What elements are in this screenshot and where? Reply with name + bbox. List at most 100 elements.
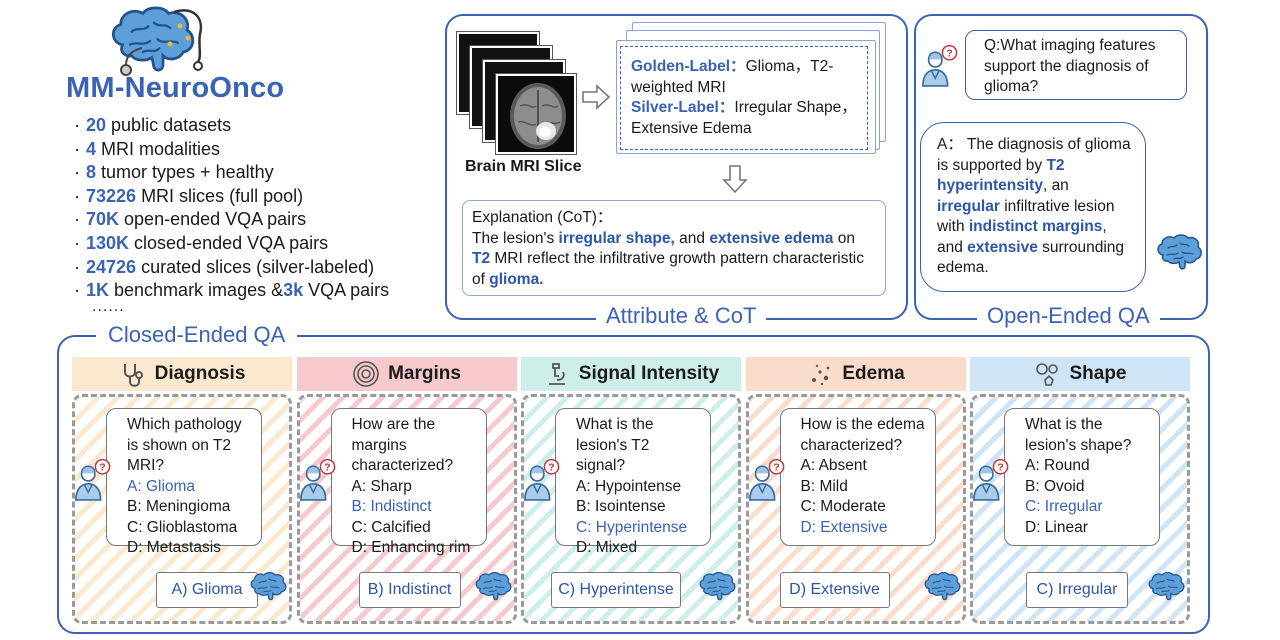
option: D: Metastasis: [127, 539, 221, 556]
stat-number: 8: [86, 162, 97, 183]
stat-number: 70K: [86, 209, 120, 230]
brain-icon: [1146, 570, 1186, 604]
bullet: ·: [74, 280, 80, 301]
stat-item: ·130K closed-ended VQA pairs: [74, 232, 389, 256]
option-correct: D: Extensive: [800, 518, 888, 536]
question-card: Which pathology is shown on T2 MRI? A: Gl…: [106, 408, 262, 556]
stat-number: 20: [86, 115, 107, 135]
bullet: ·: [74, 138, 80, 159]
option-correct: A: Glioma: [127, 477, 196, 495]
highlight-text: T2 hyperintensity: [937, 156, 1065, 195]
stat-item: · 4 MRI modalities: [74, 138, 389, 162]
bullet: ·: [74, 256, 80, 277]
closed-ended-panel-label: Closed-Ended QA: [96, 322, 298, 348]
stat-number: 4: [86, 138, 97, 159]
plain-text: MRI reflect the infiltrative growth patt…: [472, 250, 864, 288]
plain-text: The lesion's: [472, 229, 559, 247]
highlight-text: T2: [472, 250, 491, 267]
stat-item: · 70K open-ended VQA pairs: [74, 208, 389, 232]
question-text: What is the lesion's shape?: [1025, 416, 1132, 454]
bullet: ·: [74, 185, 80, 206]
category-header: Signal Intensity: [521, 357, 741, 391]
plain-text: , and: [937, 218, 1107, 256]
category-header: Edema: [745, 357, 966, 391]
stat-item: ·20 public datasets: [74, 114, 389, 138]
option: B: Meningioma: [127, 498, 231, 515]
silver-label-value: Irregular Shape，Extensive Edema: [631, 99, 857, 137]
answer-box: C) Irregular: [1026, 572, 1128, 608]
category-name: Edema: [842, 363, 905, 384]
option: A: Round: [1025, 457, 1090, 474]
cot-text: The lesion's irregular shape, and extens…: [472, 229, 876, 291]
option: B: Isointense: [576, 498, 666, 515]
question-card: How are the margins characterized? A: Sha…: [330, 408, 487, 556]
question-card: What is the lesion's shape? A: Round B: Ov…: [1004, 408, 1160, 546]
stat-item: · 73226 MRI slices (full pool): [74, 185, 389, 209]
stat-number: 24726: [86, 256, 137, 277]
open-answer-bubble: A： The diagnosis of glioma is supported …: [920, 122, 1146, 292]
dots-icon: [812, 364, 830, 386]
option: B: Mild: [800, 477, 848, 495]
stat-text-2: VQA pairs: [303, 280, 390, 301]
doctor-question-icon: [74, 458, 112, 502]
category-header: Diagnosis: [72, 357, 292, 391]
bullet: ·: [74, 162, 80, 183]
stat-text: MRI modalities: [96, 138, 221, 159]
label-card: Golden-Label：Glioma，T2-weighted MRI Silv…: [620, 46, 868, 150]
doctor-question-icon: [748, 458, 786, 502]
answer-box: A) Glioma: [156, 572, 258, 608]
brain-stethoscope-logo-icon: [104, 4, 216, 80]
stat-text: open-ended VQA pairs: [119, 209, 307, 230]
stats-list: ·20 public datasets·4 MRI modalities·8 t…: [74, 114, 389, 303]
bullet: ·: [74, 115, 80, 135]
arrow-right-icon: [581, 84, 611, 110]
highlight-text: extensive edema: [709, 229, 834, 247]
brain-icon: [697, 570, 737, 604]
option: A: Hypointense: [576, 477, 682, 495]
open-question-bubble: Q:What imaging features support the diag…: [965, 30, 1187, 100]
bullet: ·: [74, 232, 80, 253]
brain-icon: [473, 570, 513, 604]
doctor-question-icon: [299, 458, 337, 502]
option-correct: C: Hyperintense: [576, 518, 688, 536]
answer-box: B) Indistinct: [358, 572, 461, 608]
arrow-down-icon: [722, 164, 748, 194]
target-icon: [353, 361, 379, 387]
option-correct: C: Irregular: [1025, 498, 1103, 515]
brain-icon: [248, 570, 288, 604]
option: A: Sharp: [351, 477, 412, 495]
plain-text: and: [674, 229, 710, 247]
stat-text: MRI slices (full pool): [136, 185, 304, 206]
stat-number: 130K: [86, 232, 130, 253]
bullet: ·: [74, 209, 80, 230]
highlight-text: extensive: [967, 238, 1038, 256]
stat-number: 73226: [86, 185, 137, 206]
microscope-icon: [548, 363, 565, 385]
question-text: Which pathology is shown on T2 MRI?: [127, 416, 242, 474]
plain-text: infiltrative lesion with: [937, 197, 1115, 236]
option: A: Absent: [800, 457, 867, 474]
stethoscope-icon: [123, 364, 143, 387]
question-text: What is the lesion's T2 signal?: [576, 416, 654, 474]
answer-box: D) Extensive: [779, 572, 890, 608]
answer-box: C) Hyperintense: [551, 572, 681, 608]
mri-caption: Brain MRI Slice: [465, 158, 582, 175]
stat-item: ·8 tumor types + healthy: [74, 161, 389, 185]
stat-item: ·24726 curated slices (silver-labeled): [74, 256, 389, 280]
silver-label-key: Silver-Label: [631, 99, 719, 116]
doctor-question-icon: [523, 458, 561, 502]
golden-label-key: Golden-Label: [631, 58, 731, 75]
mri-slice-image: [496, 74, 576, 154]
option: B: Ovoid: [1025, 477, 1085, 495]
question-text: How are the margins characterized?: [351, 416, 454, 474]
question-text: How is the edema characterized?: [800, 416, 925, 454]
cot-explanation-box: Explanation (CoT)： The lesion's irregula…: [462, 200, 886, 296]
option: D: Enhancing rim: [351, 539, 471, 556]
option: C: Calcified: [351, 518, 431, 536]
category-name: Margins: [388, 363, 461, 384]
cot-title: Explanation (CoT)：: [472, 209, 613, 226]
category-name: Shape: [1069, 363, 1127, 384]
stat-number-2: 3k: [283, 280, 304, 301]
question-card: What is the lesion's T2 signal? A: Hypoin…: [555, 408, 711, 556]
option-correct: B: Indistinct: [351, 498, 432, 515]
